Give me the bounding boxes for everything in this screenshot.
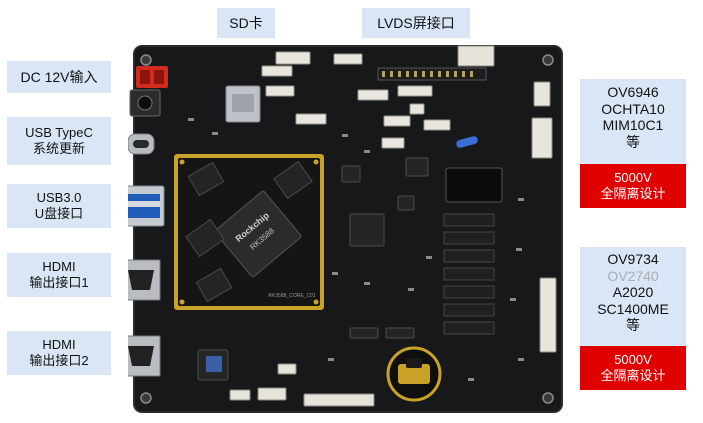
- camera-group-1: OV6946 OCHTA10 MIM10C1 等: [580, 79, 686, 164]
- mid-ics: [341, 157, 429, 247]
- usb-typec-label: USB TypeC 系统更新: [7, 117, 111, 165]
- passive-components: [188, 118, 524, 381]
- camera-group-2: OV9734 OV2740 A2020 SC1400ME 等: [580, 247, 686, 346]
- camera-model: OV9734: [607, 251, 659, 267]
- sd-card-label: SD卡: [217, 8, 275, 38]
- usb-typec-port-icon: [128, 133, 155, 155]
- hdmi-port-1-icon: [128, 259, 161, 301]
- usb3-text-1: USB3.0: [36, 190, 82, 206]
- camera-model-faded: OV2740: [607, 267, 659, 284]
- camera-model: MIM10C1: [602, 117, 664, 134]
- pcb-board: Rockchip RK3588 RK3588_CORE_C01: [128, 45, 563, 413]
- isolation-voltage: 5000V: [614, 351, 652, 367]
- hdmi1-label: HDMI 输出接口1: [7, 253, 111, 297]
- usb-typec-text-2: 系统更新: [32, 141, 85, 156]
- dc-power-text: DC 12V输入: [20, 68, 98, 85]
- usb3-text-2: U盘接口: [34, 206, 84, 221]
- ethernet-chip-icon: [206, 356, 222, 372]
- lvds-text: LVDS屏接口: [377, 14, 455, 31]
- isolation-voltage: 5000V: [614, 169, 652, 185]
- camera-model-etc: 等: [626, 133, 640, 150]
- hdmi-port-2-icon: [128, 335, 161, 377]
- lvds-header-icon: [377, 45, 495, 81]
- hdmi2-text-2: 输出接口2: [29, 353, 89, 368]
- isolated-section-2: [443, 213, 495, 335]
- bottom-connectors: [229, 363, 375, 407]
- camera-model: OV6946: [607, 84, 659, 100]
- hdmi2-label: HDMI 输出接口2: [7, 331, 111, 375]
- camera-model: OCHTA10: [601, 100, 665, 117]
- core-module: Rockchip RK3588 RK3588_CORE_C01: [174, 154, 324, 310]
- isolation-desc: 全隔离设计: [600, 368, 666, 383]
- barrel-connector-icon: [129, 89, 161, 117]
- hdmi2-text-1: HDMI: [42, 337, 76, 353]
- sd-card-slot-icon: [225, 85, 261, 123]
- isolation-desc: 全隔离设计: [600, 186, 666, 201]
- rk3588-chip-icon: Rockchip RK3588: [214, 190, 302, 278]
- top-connectors: [261, 51, 451, 149]
- isolation-badge-2: 5000V 全隔离设计: [580, 346, 686, 390]
- camera-model-etc: 等: [626, 317, 640, 334]
- battery-holder-icon: [386, 346, 442, 402]
- camera-model: A2020: [612, 284, 654, 301]
- dc-power-label: DC 12V输入: [7, 61, 111, 93]
- dc-jack-icon: [136, 66, 168, 88]
- usb3-label: USB3.0 U盘接口: [7, 184, 111, 228]
- isolated-section-1: [445, 136, 503, 203]
- hdmi1-text-2: 输出接口1: [29, 275, 89, 290]
- memory-chips: [185, 160, 313, 303]
- module-label-text: RK3588_CORE_C01: [268, 293, 315, 299]
- hdmi1-text-1: HDMI: [42, 259, 76, 275]
- usb-typec-text-1: USB TypeC: [25, 125, 93, 141]
- pcb-substrate: [134, 46, 562, 412]
- isolation-badge-1: 5000V 全隔离设计: [580, 164, 686, 208]
- camera-connectors: [531, 81, 557, 353]
- mounting-holes: [140, 54, 554, 404]
- sd-card-text: SD卡: [229, 14, 263, 31]
- usb3-port-icon: [128, 185, 165, 227]
- camera-model: SC1400ME: [597, 300, 669, 317]
- lvds-label: LVDS屏接口: [362, 8, 470, 38]
